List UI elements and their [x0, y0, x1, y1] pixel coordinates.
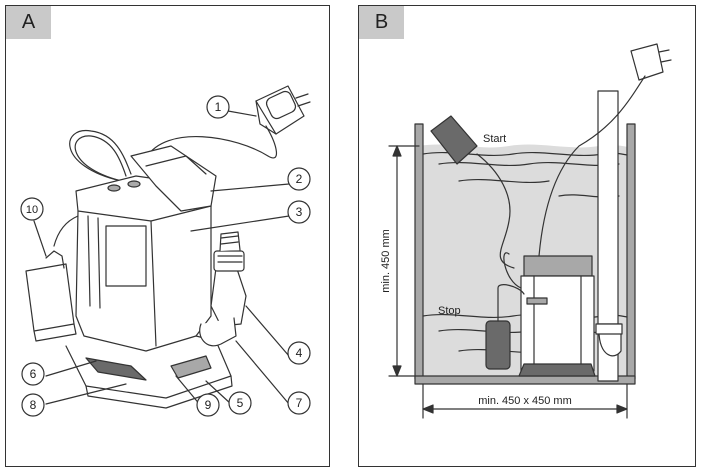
callout-9: 9: [205, 398, 212, 412]
callout-circle-5: [228, 391, 252, 415]
callout-10: 10: [26, 204, 38, 216]
plug-icon: [255, 85, 311, 135]
hose-connector-icon: [199, 231, 247, 347]
panel-tag-a: A: [6, 6, 51, 39]
callout-circle-8: [21, 393, 45, 417]
callout-circle-3: [287, 200, 311, 224]
label-start: Start: [483, 133, 506, 145]
shaft-wall-left: [414, 123, 424, 380]
panel-a: A: [5, 5, 330, 467]
label-min-area: min. 450 x 450 mm: [478, 395, 572, 407]
float-switch-icon: [430, 115, 515, 269]
callout-circle-4: [287, 341, 311, 365]
pump-icon: [503, 252, 596, 377]
callout-6: 6: [30, 367, 37, 381]
label-min-height: min. 450 mm: [380, 229, 392, 293]
label-stop: Stop: [438, 305, 461, 317]
callout-7: 7: [296, 396, 303, 410]
installation-diagram: Start Stop min. 450 x 450 mm min. 450 mm: [380, 43, 672, 419]
float-switch-icon: [25, 215, 79, 342]
callout-2: 2: [296, 172, 303, 186]
shaft-wall-right: [626, 123, 636, 380]
callout-3: 3: [296, 205, 303, 219]
callout-4: 4: [296, 346, 303, 360]
power-cable: [145, 125, 277, 159]
pump-icon: [65, 145, 233, 409]
callout-circle-1: [206, 95, 230, 119]
callout-1: 1: [215, 100, 222, 114]
panel-b: B: [358, 5, 696, 467]
handle-loop: [69, 130, 132, 182]
callout-8: 8: [30, 398, 37, 412]
discharge-pipe: [597, 90, 619, 382]
plug-icon: [538, 43, 672, 257]
callout-circle-6: [21, 362, 45, 386]
callout-circle-9: [196, 393, 220, 417]
float-switch-icon: [485, 284, 525, 370]
callout-5: 5: [237, 396, 244, 410]
callout-circle-7: [287, 391, 311, 415]
pump-illustration: 1 2 3 4 5 6 7 8 9 10: [20, 85, 311, 417]
panel-tag-b: B: [359, 6, 404, 39]
callout-circle-2: [287, 167, 311, 191]
callout-circle-10: [20, 197, 44, 221]
